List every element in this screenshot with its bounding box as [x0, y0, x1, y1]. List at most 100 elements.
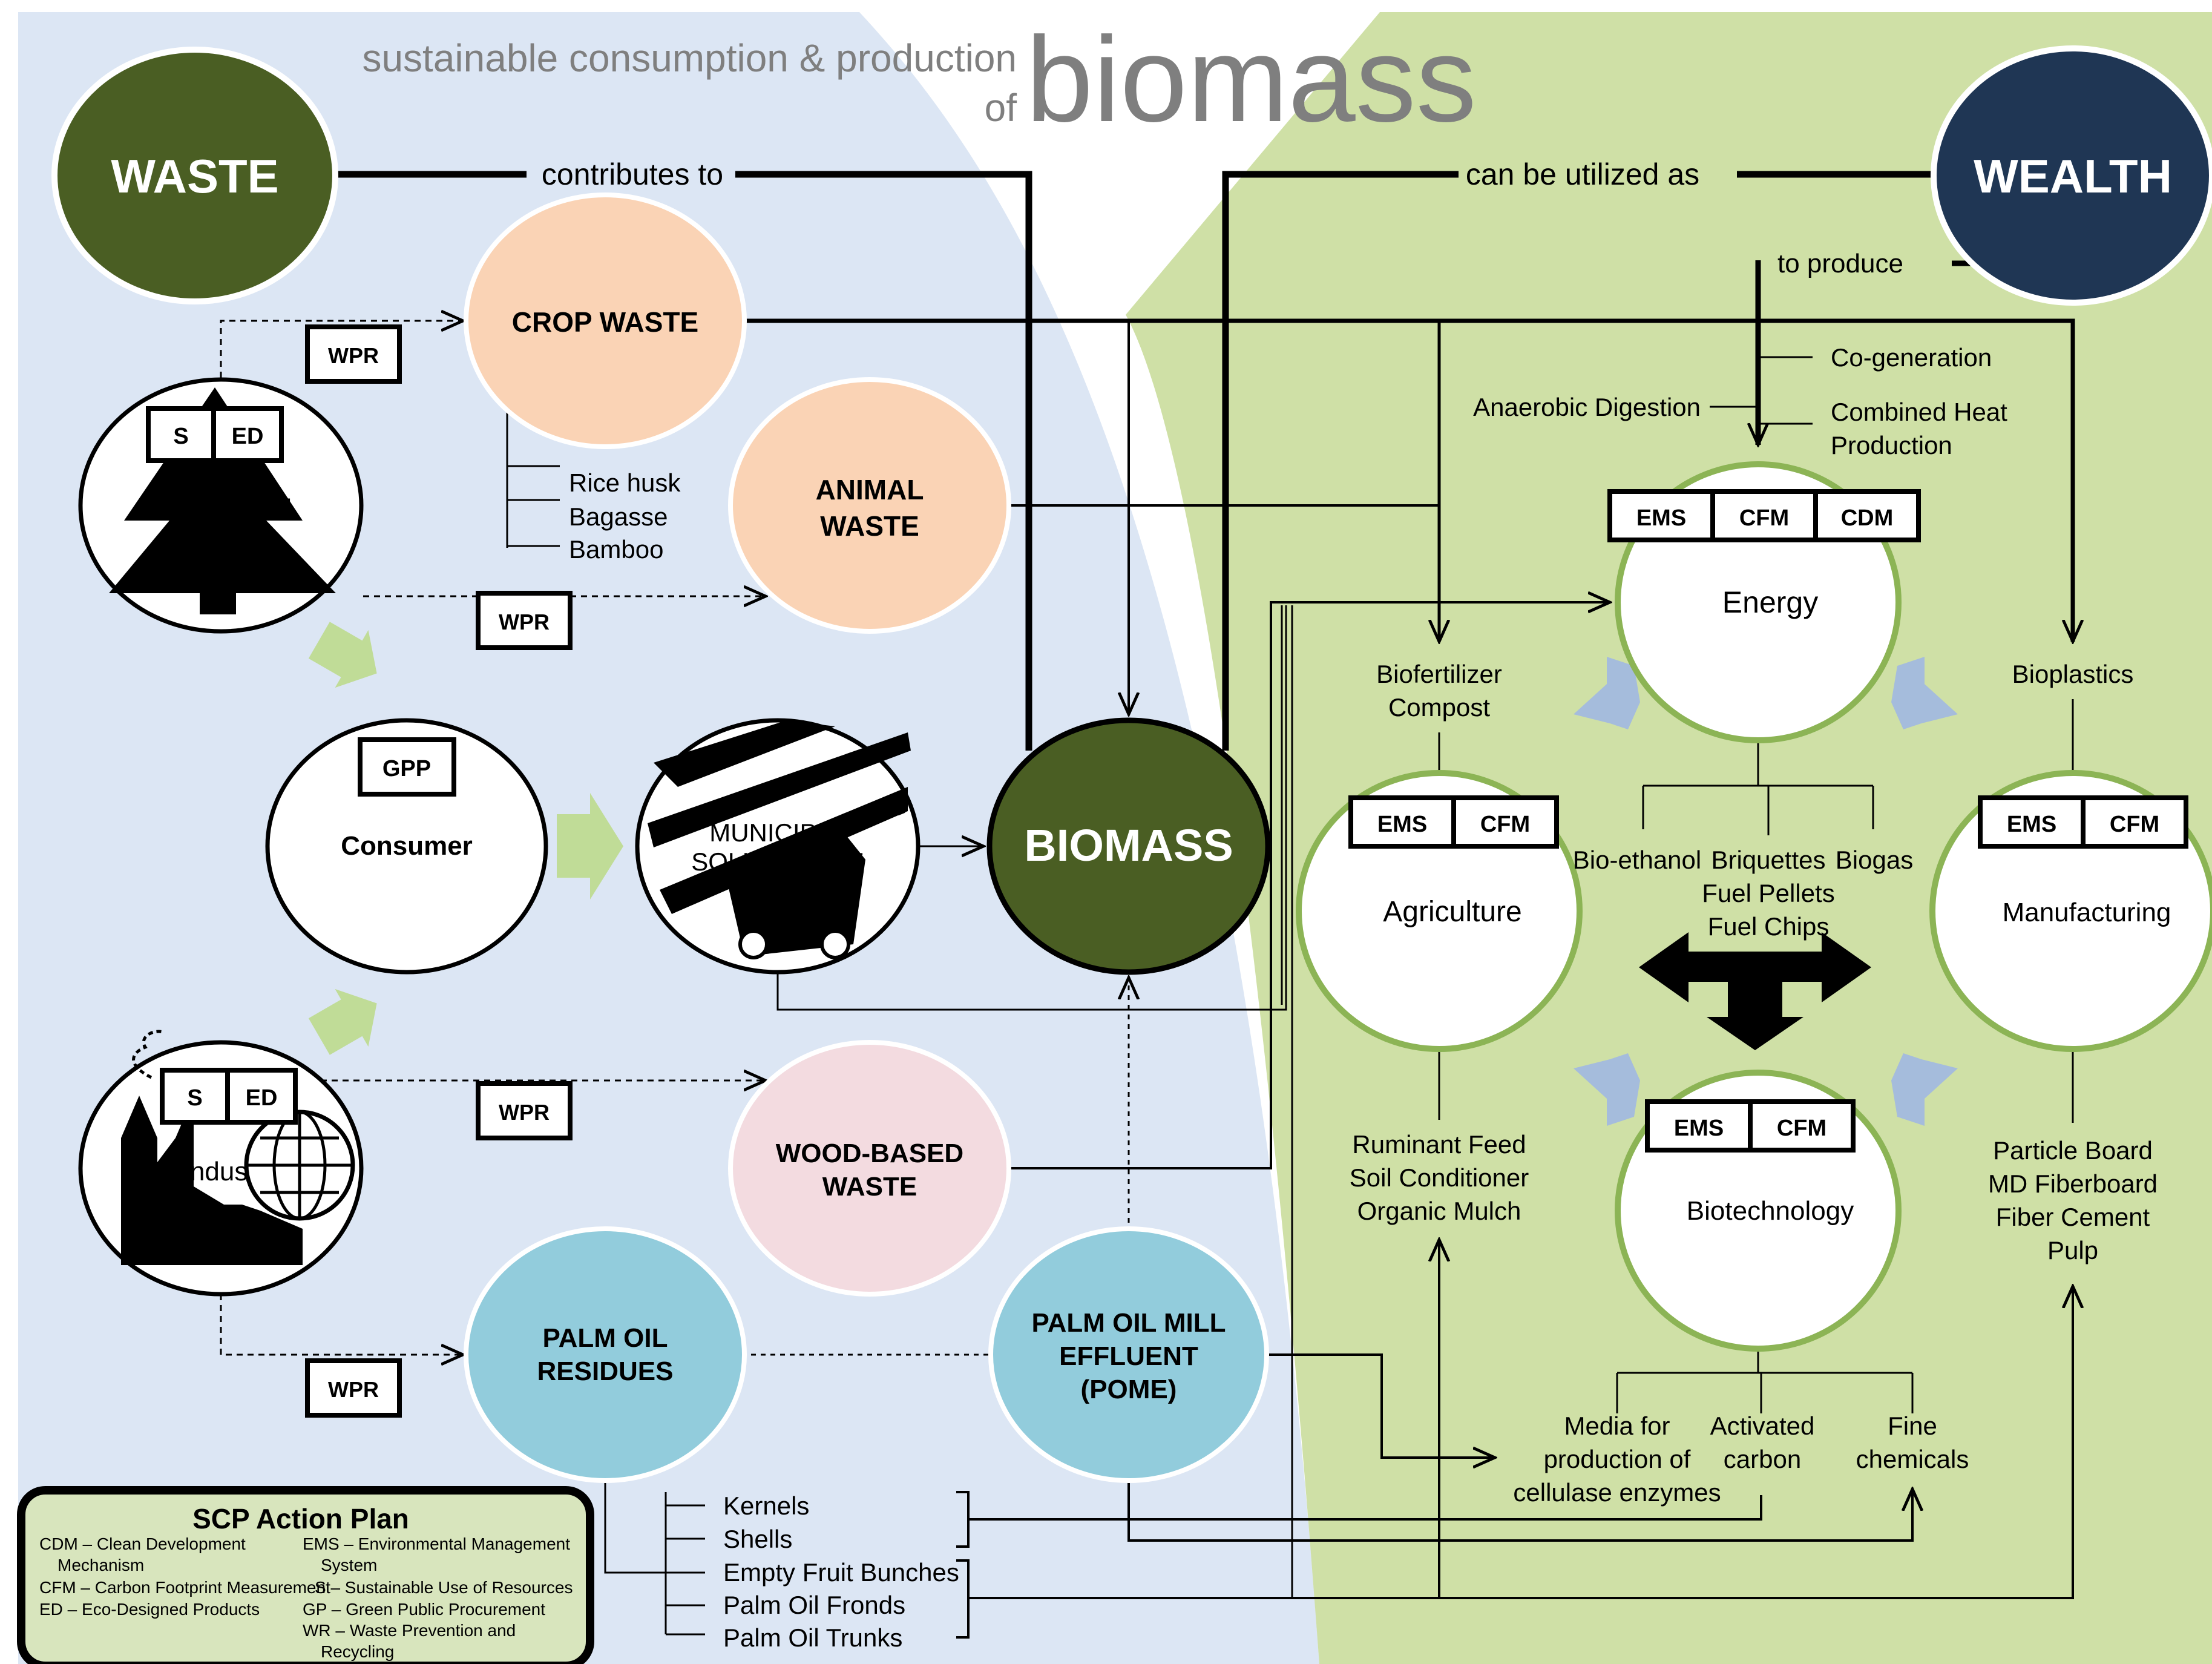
energy-label: Energy [1722, 585, 1818, 619]
cogeneration-label: Co-generation [1831, 343, 1992, 372]
truck-icon: MUNICIPAL SOLID WASTE [648, 720, 911, 959]
agri-to-consumer-arrow [308, 622, 377, 688]
ed-tag-agri [211, 406, 284, 463]
cfm-tag-energy [1710, 489, 1818, 542]
industry-to-consumer-arrow [308, 988, 377, 1055]
tree-icon: Agricultural [109, 387, 336, 614]
contributes-to-label: contributes to [542, 157, 723, 191]
briquettes-label: Briquettes [1711, 846, 1825, 874]
animal-waste-label-1: ANIMAL [816, 474, 924, 505]
cdm-tag-energy [1813, 489, 1921, 542]
ems-tag-manuf-label: EMS [2007, 812, 2056, 837]
anaerobic-digestion-label: Anaerobic Digestion [1473, 393, 1701, 421]
ed-tag-industry [225, 1068, 298, 1125]
biofertilizer-label-2: Compost [1388, 693, 1490, 722]
agricultural-label: Agricultural [159, 494, 292, 524]
fuel-chips-label: Fuel Chips [1708, 912, 1830, 941]
organic-mulch-label: Organic Mulch [1357, 1197, 1521, 1225]
activated-label-1: Activated [1710, 1412, 1815, 1440]
ed-tag-industry-label: ED [246, 1085, 278, 1111]
waste-label: WASTE [111, 150, 278, 203]
ems-tag-biotech-label: EMS [1674, 1116, 1724, 1141]
wpr-tag-1 [305, 324, 402, 384]
animal-waste-label-2: WASTE [820, 510, 919, 542]
wood-waste-label-1: WOOD-BASED [776, 1139, 963, 1168]
tags: WPR WPR WPR WPR S ED S ED GPP EMS CFM CD… [146, 324, 2188, 1418]
ems-tag-manuf [1978, 795, 2086, 849]
s-tag-industry [160, 1068, 230, 1125]
msw-label-1: MUNICIPAL [709, 818, 846, 847]
pome-label-2: EFFLUENT [1059, 1341, 1198, 1371]
ems-tag-energy [1607, 489, 1715, 542]
pulp-label: Pulp [2047, 1236, 2098, 1264]
wpr-tag-3-label: WPR [499, 1100, 550, 1125]
fuel-pellets-label: Fuel Pellets [1702, 879, 1834, 907]
palm-residues-label-2: RESIDUES [537, 1357, 674, 1386]
cfm-tag-agri [1451, 795, 1559, 849]
manufacturing-label: Manufacturing [2003, 898, 2171, 927]
legend-wr-2: Recycling [321, 1642, 394, 1661]
production-background [1126, 12, 2212, 1664]
wpr-tag-1-label: WPR [328, 343, 379, 368]
legend-ems-1: EMS – Environmental Management [303, 1534, 570, 1553]
msw-label-2: SOLID WASTE [691, 847, 864, 876]
wpr-tag-4 [305, 1358, 402, 1418]
ems-tag-agri [1348, 795, 1456, 849]
chp-label-1: Combined Heat [1831, 398, 2007, 426]
energy-to-agri-arrow [1574, 657, 1640, 729]
legend-box: SCP Action Plan CDM – Clean Development … [17, 1486, 594, 1664]
legend-s: S – Sustainable Use of Resources [315, 1578, 573, 1597]
fine-label-2: chemicals [1856, 1445, 1969, 1473]
biomass-label: BIOMASS [1024, 820, 1233, 870]
media-label-3: cellulase enzymes [1513, 1478, 1721, 1507]
palm-item-3: Empty Fruit Bunches [723, 1558, 959, 1587]
title-line1: sustainable consumption & production [362, 36, 1017, 80]
particle-board-label: Particle Board [1993, 1136, 2153, 1165]
palm-item-2: Shells [723, 1525, 792, 1553]
fiber-cement-label: Fiber Cement [1996, 1203, 2150, 1231]
wood-waste-circle [728, 1040, 1011, 1297]
palm-item-4: Palm Oil Fronds [723, 1591, 905, 1619]
crop-waste-label: CROP WASTE [512, 306, 698, 338]
ems-tag-biotech [1645, 1099, 1753, 1153]
biotech-to-agri-arrow [1574, 1053, 1640, 1126]
consumer-to-msw-arrow [557, 793, 623, 899]
bioethanol-label: Bio-ethanol [1573, 846, 1701, 874]
media-label-1: Media for [1564, 1412, 1670, 1440]
to-produce-label: to produce [1777, 249, 1903, 278]
legend-cdm-2: Mechanism [57, 1556, 144, 1574]
biogas-label: Biogas [1836, 846, 1913, 874]
wealth-label: WEALTH [1974, 150, 2172, 203]
wealth-circle [1931, 45, 2212, 306]
cfm-tag-energy-label: CFM [1739, 505, 1789, 531]
soil-conditioner-label: Soil Conditioner [1350, 1163, 1529, 1192]
gpp-tag-label: GPP [382, 756, 431, 781]
legend-cdm-1: CDM – Clean Development [39, 1534, 246, 1553]
s-tag-agri-label: S [173, 424, 188, 449]
palm-residues-label-1: PALM OIL [543, 1323, 668, 1353]
consumer-label: Consumer [341, 831, 473, 861]
fine-label-1: Fine [1888, 1412, 1937, 1440]
flow-arrows [308, 622, 1958, 1126]
s-tag-industry-label: S [187, 1085, 202, 1111]
ems-tag-agri-label: EMS [1377, 812, 1427, 837]
consumer-circle [265, 718, 548, 975]
waste-circle [51, 47, 338, 304]
crop-item-3: Bamboo [569, 535, 663, 564]
legend-ems-2: System [321, 1556, 377, 1574]
chp-label-2: Production [1831, 431, 1952, 459]
pome-circle [988, 1226, 1269, 1483]
cfm-tag-biotech-label: CFM [1777, 1116, 1826, 1141]
connector-lines [220, 171, 2073, 1639]
legend-title: SCP Action Plan [192, 1503, 409, 1534]
pome-label-3: (POME) [1081, 1375, 1177, 1404]
wood-waste-label-2: WASTE [822, 1172, 917, 1202]
palm-item-1: Kernels [723, 1491, 809, 1520]
energy-to-manuf-arrow [1891, 657, 1958, 729]
wpr-tag-2 [476, 591, 573, 650]
palm-item-5: Palm Oil Trunks [723, 1623, 902, 1652]
ed-tag-agri-label: ED [232, 424, 264, 449]
biofertilizer-label-1: Biofertilizer [1376, 660, 1502, 688]
